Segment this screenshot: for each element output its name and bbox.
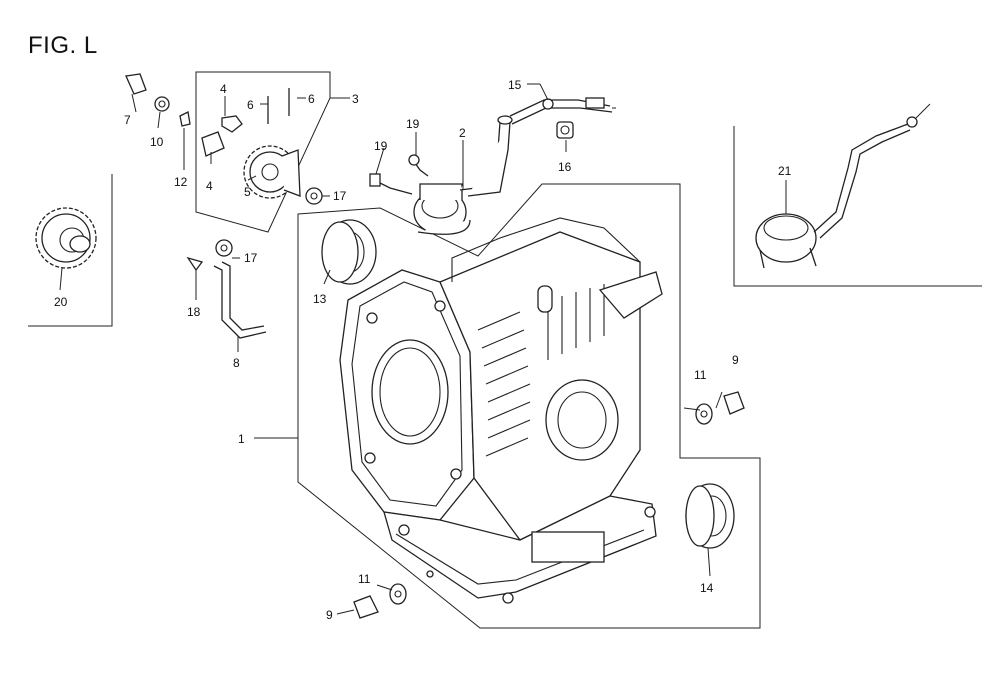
callout-18: 18 [187, 305, 201, 319]
callout-9-right: 9 [732, 353, 739, 367]
callout-6-left: 6 [247, 98, 254, 112]
callout-labels: 1 2 3 4 4 5 6 6 7 8 9 9 10 11 11 12 13 1… [54, 78, 792, 622]
callout-4-bottom: 4 [206, 179, 213, 193]
callout-1: 1 [238, 432, 245, 446]
callout-15: 15 [508, 78, 522, 92]
callout-6-right: 6 [308, 92, 315, 106]
callout-11-bottom: 11 [358, 572, 371, 586]
callout-13: 13 [313, 292, 327, 306]
oil-sensor-21-drawing [755, 103, 931, 269]
callout-9-bottom: 9 [326, 608, 333, 622]
callout-8: 8 [233, 356, 240, 370]
callout-17-bottom: 17 [244, 251, 258, 265]
crankcase-group-outline [297, 183, 761, 629]
callout-3: 3 [352, 92, 359, 106]
callout-19-left: 19 [374, 139, 388, 153]
callout-4-top: 4 [220, 82, 227, 96]
leader-lines [59, 83, 787, 615]
callout-11-right: 11 [694, 368, 707, 382]
gear-20-bracket [28, 174, 113, 327]
callout-20: 20 [54, 295, 68, 309]
small-parts-drawing [35, 73, 745, 619]
callout-14: 14 [700, 581, 714, 595]
crankcase-drawing [339, 217, 663, 604]
oil-sensor-21-bracket [733, 126, 982, 287]
callout-10: 10 [150, 135, 164, 149]
callout-19-right: 19 [406, 117, 420, 131]
callout-5: 5 [244, 185, 251, 199]
callout-7: 7 [124, 113, 131, 127]
callout-21: 21 [778, 164, 792, 178]
callout-2: 2 [459, 126, 466, 140]
callout-17-top: 17 [333, 189, 347, 203]
callout-16: 16 [558, 160, 572, 174]
figure-title: FIG. L [28, 32, 98, 59]
callout-12: 12 [174, 175, 188, 189]
cable-15-drawing [509, 97, 616, 125]
gear-group-drawing [201, 88, 301, 199]
oil-pump-drawing [413, 115, 513, 235]
